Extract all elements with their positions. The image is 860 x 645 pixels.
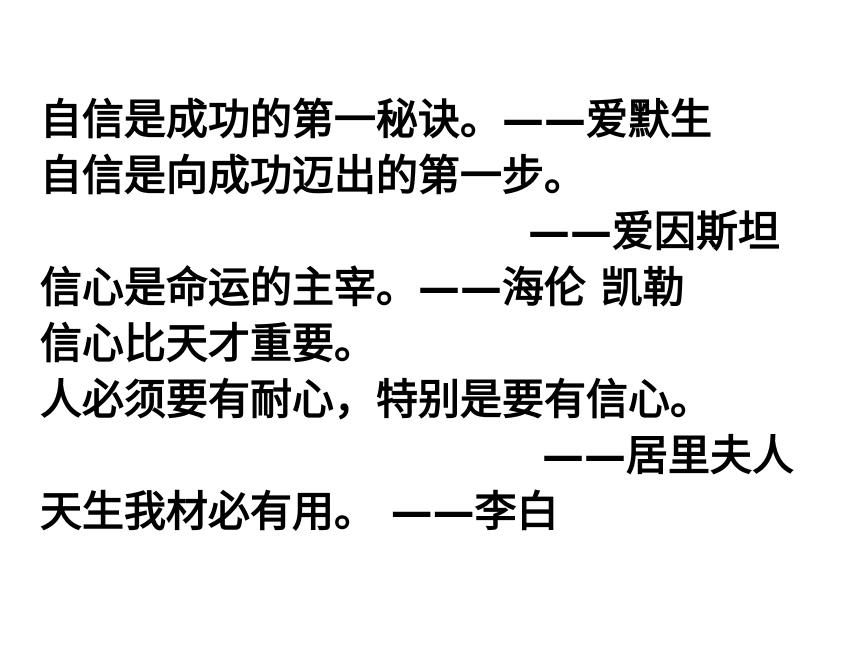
quote-helen-keller: 信心是命运的主宰。——海伦 凯勒 [40, 263, 685, 312]
quote-einstein: 自信是向成功迈出的第一步。 [40, 151, 587, 200]
quote-emerson: 自信是成功的第一秘诀。——爱默生 [40, 95, 713, 144]
quote-li-bai: 天生我材必有用。 ——李白 [40, 487, 559, 536]
quote-curie: 人必须要有耐心，特别是要有信心。 [40, 375, 713, 424]
quote-confidence-over-talent: 信心比天才重要。 [40, 319, 377, 368]
author-curie: ——居里夫人 [542, 431, 795, 480]
author-einstein: ——爱因斯坦 [528, 207, 781, 256]
